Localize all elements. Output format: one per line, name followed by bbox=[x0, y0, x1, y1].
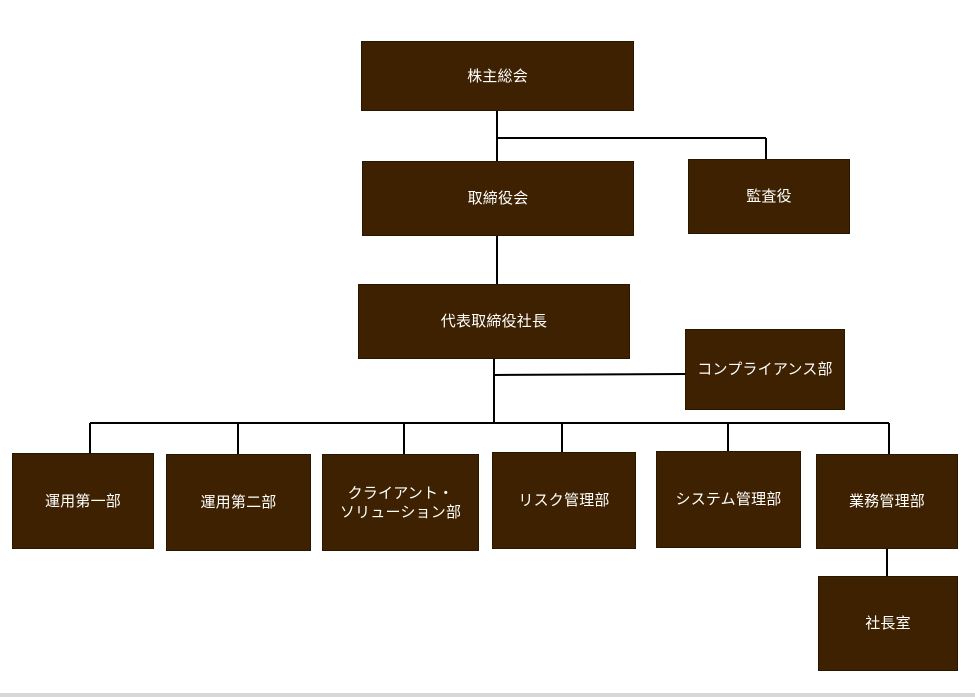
node-label: 監査役 bbox=[746, 187, 792, 206]
node-label: システム管理部 bbox=[675, 490, 782, 509]
node-label: 株主総会 bbox=[467, 66, 528, 85]
node-shareholders-meeting: 株主総会 bbox=[361, 41, 634, 111]
node-auditor: 監査役 bbox=[688, 159, 850, 234]
node-business-management-dept: 業務管理部 bbox=[816, 454, 958, 549]
bottom-divider bbox=[0, 693, 975, 697]
node-label: 代表取締役社長 bbox=[440, 312, 548, 331]
node-label-stack: クライアント・ ソリューション部 bbox=[340, 484, 461, 522]
node-ops-dept-1: 運用第一部 bbox=[12, 453, 154, 549]
node-label: リスク管理部 bbox=[518, 491, 610, 510]
node-board-of-directors: 取締役会 bbox=[362, 161, 634, 236]
node-label-line-2: ソリューション部 bbox=[339, 502, 462, 521]
node-president-office: 社長室 bbox=[818, 576, 958, 671]
node-label: 業務管理部 bbox=[848, 492, 925, 511]
node-client-solution-dept: クライアント・ ソリューション部 bbox=[322, 454, 479, 551]
node-president: 代表取締役社長 bbox=[358, 284, 630, 359]
node-label: 運用第一部 bbox=[44, 491, 121, 510]
node-label: 取締役会 bbox=[467, 189, 529, 208]
connector-branch-compliance bbox=[493, 373, 686, 376]
node-compliance-dept: コンプライアンス部 bbox=[685, 329, 845, 410]
node-label: 社長室 bbox=[865, 614, 911, 633]
node-label: 運用第二部 bbox=[200, 493, 277, 512]
node-label-line-1: クライアント・ bbox=[347, 483, 454, 502]
node-risk-management-dept: リスク管理部 bbox=[492, 452, 636, 549]
node-system-management-dept: システム管理部 bbox=[656, 451, 801, 548]
node-ops-dept-2: 運用第二部 bbox=[166, 454, 311, 551]
node-label: コンプライアンス部 bbox=[697, 360, 833, 379]
